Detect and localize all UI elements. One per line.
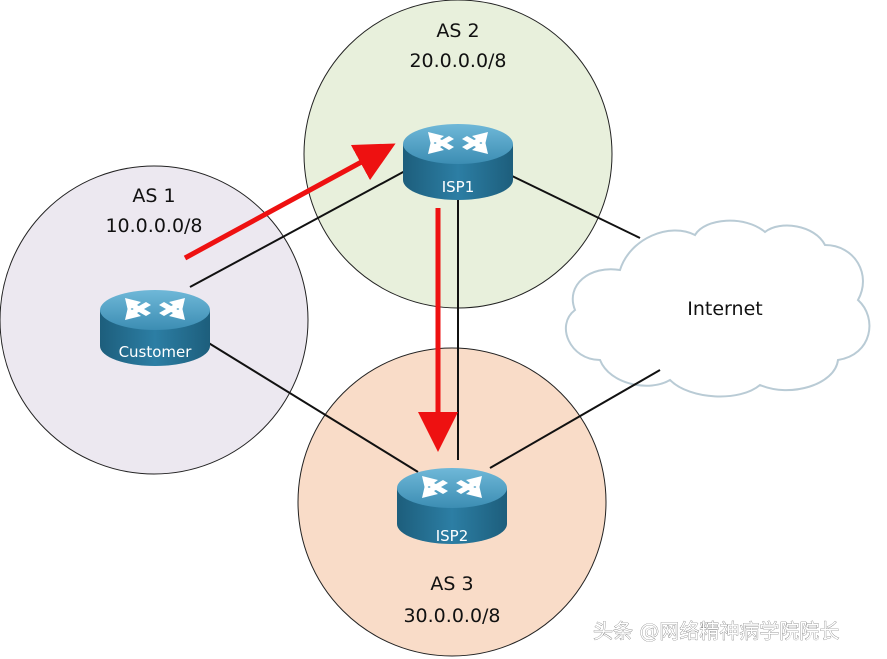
as2-name: AS 2 — [436, 20, 479, 42]
as1-prefix: 10.0.0.0/8 — [105, 215, 202, 237]
as3-prefix: 30.0.0.0/8 — [403, 605, 500, 627]
link-customer-isp2 — [206, 341, 419, 473]
links — [189, 170, 661, 473]
as1-name: AS 1 — [132, 185, 175, 207]
watermark: 头条 @网络精神病学院院长 — [593, 619, 839, 643]
link-isp1-internet — [509, 174, 641, 239]
router-label-isp1: ISP1 — [442, 178, 475, 196]
router-isp2[interactable]: ISP2 — [397, 468, 507, 545]
as2-prefix: 20.0.0.0/8 — [409, 50, 506, 72]
router-customer[interactable]: Customer — [100, 290, 210, 366]
as3-name: AS 3 — [430, 573, 473, 595]
internet-cloud-icon — [564, 219, 871, 398]
router-isp1[interactable]: ISP1 — [403, 124, 513, 200]
router-label-customer: Customer — [119, 343, 193, 361]
link-isp2-internet — [489, 369, 661, 469]
internet-label: Internet — [687, 298, 762, 320]
router-label-isp2: ISP2 — [436, 527, 469, 545]
traffic-arrow-customer-to-isp1 — [183, 143, 396, 261]
link-customer-isp1 — [189, 170, 406, 288]
